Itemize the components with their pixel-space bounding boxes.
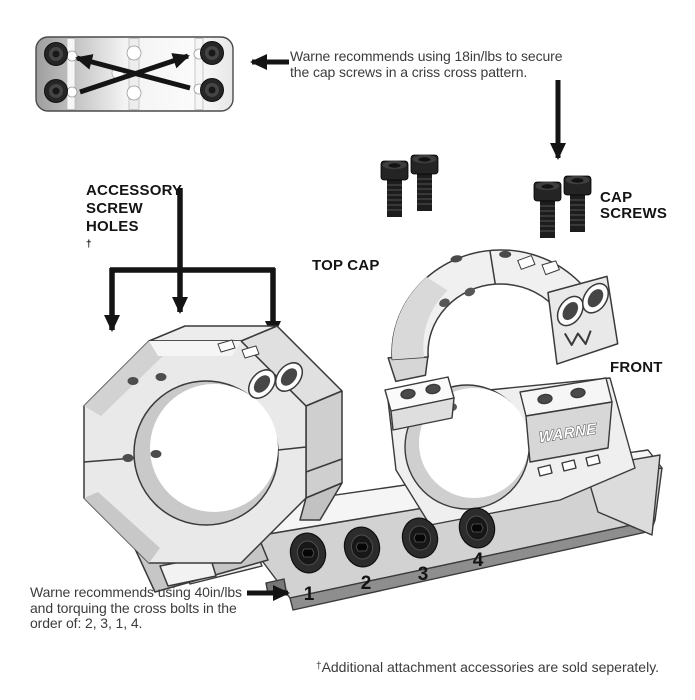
accessory-label-line3: HOLES† [86, 218, 139, 250]
accessory-holes-bracket-arrows-icon [104, 188, 281, 338]
top-cap-label: TOP CAP [312, 257, 380, 274]
front-top-cap [387, 249, 619, 383]
bottom-torque-note: Warne recommends using 40in/lbs and torq… [30, 584, 260, 632]
top-torque-note-line2: the cap screws in a criss cross pattern. [290, 63, 528, 80]
accessory-screw-holes-label: ACCESSORY SCREW HOLES† [86, 182, 182, 256]
bolt-number-3: 3 [418, 564, 429, 585]
accessory-label-line1: ACCESSORY [86, 182, 183, 199]
cap-screws-label-line1: CAP [600, 189, 633, 206]
dagger-mark: † [316, 661, 322, 672]
cap-screw-icon [380, 160, 409, 218]
bottom-torque-note-line2: and torquing the cross bolts in the [30, 599, 237, 616]
criss-cross-arrows-icon [75, 53, 191, 95]
cap-screws-label: CAP SCREWS [600, 190, 667, 222]
bottom-torque-note-line1: Warne recommends using 40in/lbs [30, 584, 242, 600]
cap-screw-icon [533, 181, 562, 239]
top-torque-note-line1: Warne recommends using 18in/lbs to secur… [290, 48, 563, 64]
dagger-mark: † [86, 239, 92, 250]
accessory-label-line2: SCREW [86, 200, 143, 217]
cap-screw-icon [410, 154, 439, 212]
cap-screws-left-pair [380, 154, 439, 218]
rear-ring [83, 325, 343, 593]
front-label: FRONT [610, 359, 663, 376]
top-torque-note: Warne recommends using 18in/lbs to secur… [290, 48, 575, 80]
bottom-torque-note-line3: order of: 2, 3, 1, 4. [30, 615, 143, 631]
cap-screws-right-pair [533, 175, 592, 239]
accessories-footnote: †Additional attachment accessories are s… [316, 659, 660, 675]
bolt-number-4: 4 [473, 550, 484, 571]
cap-screw-head-icon [44, 41, 224, 103]
front-ring-lower-half [384, 376, 636, 526]
cap-screw-icon [563, 175, 592, 233]
cap-screws-label-line2: SCREWS [600, 205, 668, 222]
bolt-number-2: 2 [361, 573, 372, 594]
bolt-number-1: 1 [304, 584, 315, 605]
warne-w-mark-icon [564, 330, 592, 346]
cap-top-view-diagram [35, 36, 234, 112]
